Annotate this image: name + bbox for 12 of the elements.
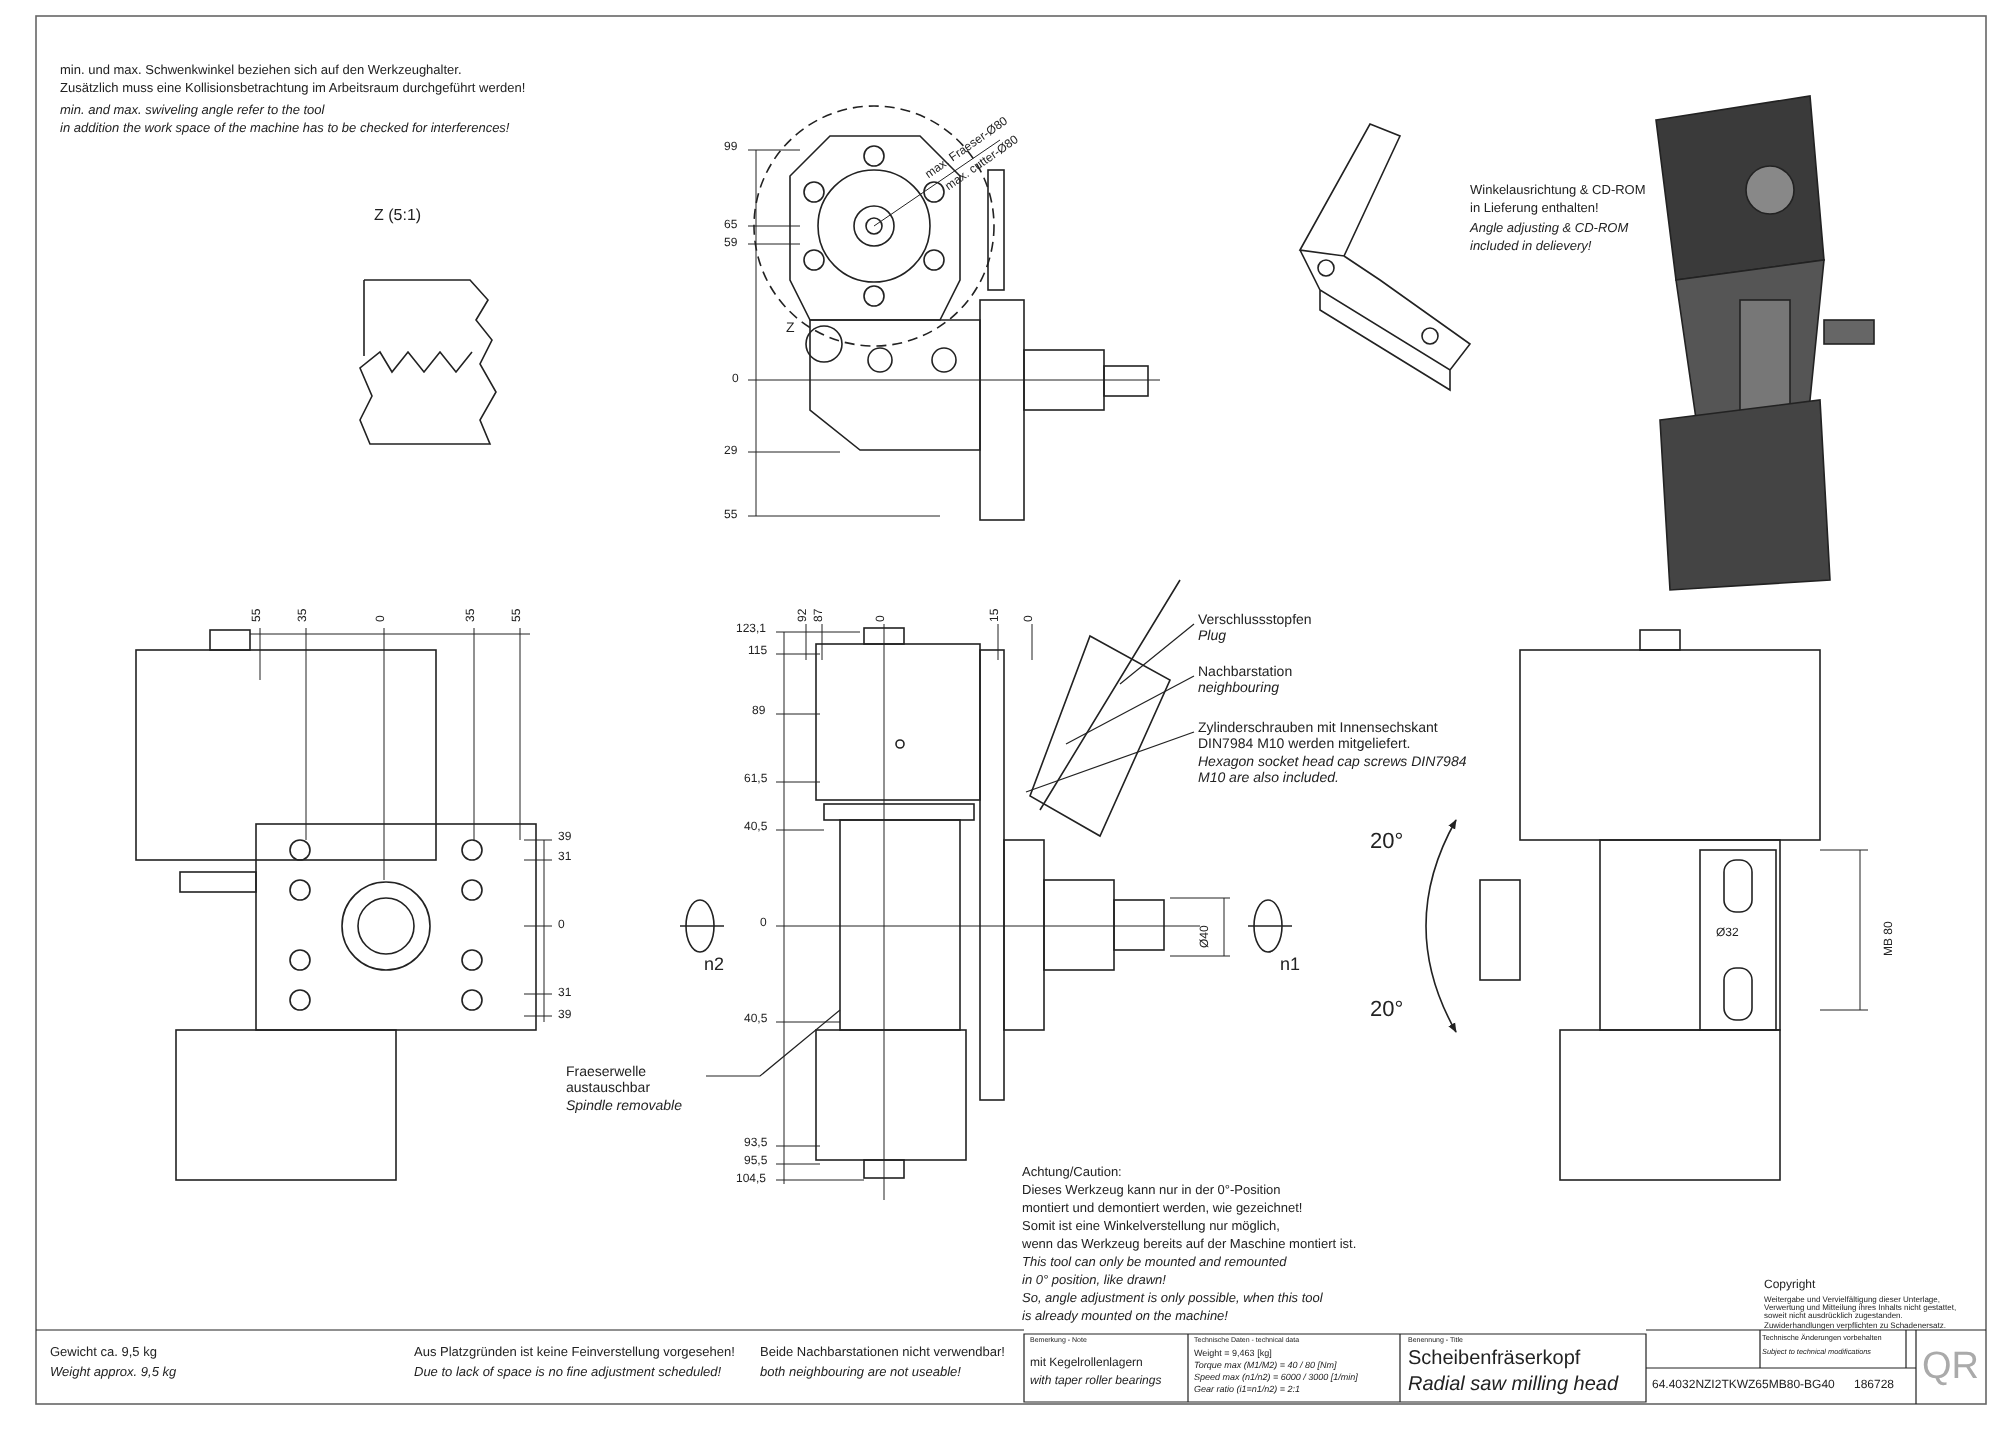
detail-view-label: Z (5:1) [374,208,422,225]
leader-line [1065,675,1195,745]
drawing-title: Radial saw milling head [1408,1376,1619,1397]
angle-value: 20° [1370,832,1404,856]
qr-placeholder-text: QR [1922,1348,1979,1388]
leader-line [1119,623,1195,685]
speed-label: n1 [1280,956,1301,975]
angle-value: 20° [1370,1000,1404,1024]
leader-line [1025,731,1195,793]
drawing-title: Scheibenfräserkopf [1408,1350,1581,1371]
speed-label: n2 [704,956,725,975]
leader-line [705,1009,841,1077]
